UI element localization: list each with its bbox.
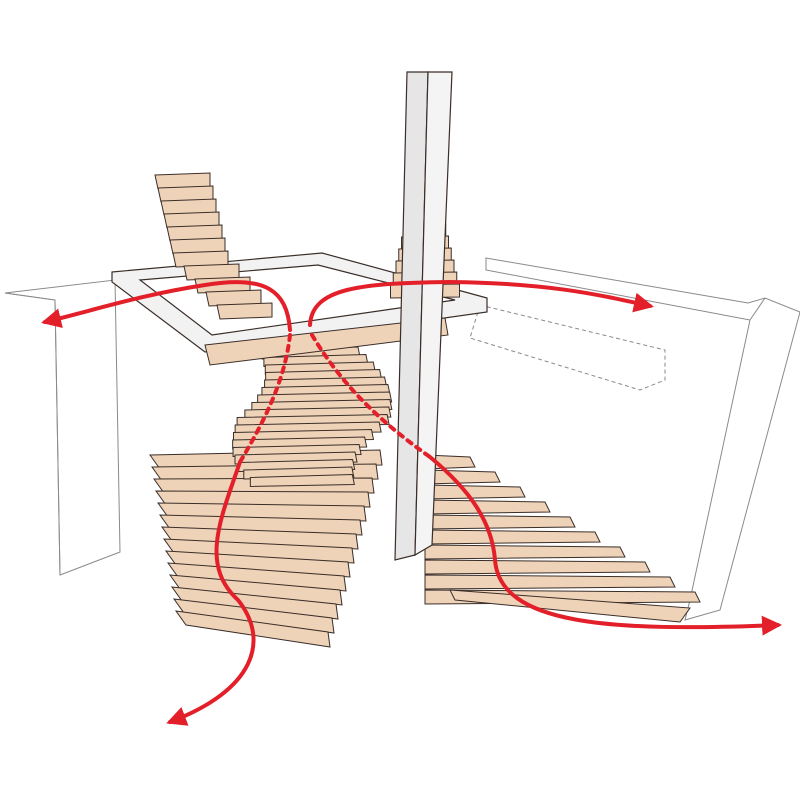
step-lower-right xyxy=(424,574,676,590)
step-lower-left xyxy=(162,538,355,564)
circulation-arrows xyxy=(41,279,782,726)
step-lower-left xyxy=(168,574,343,606)
step-lower-right xyxy=(424,514,576,530)
step-lower-right xyxy=(424,499,551,515)
arrow-upper-left xyxy=(41,280,292,332)
step-core xyxy=(249,473,355,488)
step-lower-right xyxy=(424,469,501,485)
step-lower-right xyxy=(424,484,526,500)
left-wall xyxy=(4,279,121,576)
step-lower-left xyxy=(170,586,339,620)
hidden-beam xyxy=(469,304,666,391)
step-lower-left xyxy=(172,598,335,634)
step-lower-left xyxy=(166,562,347,592)
arrow-lower-right xyxy=(428,455,782,636)
walls xyxy=(4,257,800,621)
left-wall-edge xyxy=(4,292,61,576)
step-lower-left xyxy=(161,526,359,550)
step-lower-left xyxy=(164,550,351,578)
right-wall xyxy=(485,257,800,621)
arrow-upper-right xyxy=(308,279,654,327)
step-lower-right-landing xyxy=(449,589,691,623)
right-wall-edge xyxy=(749,297,766,321)
arrow-hidden-left xyxy=(238,333,292,464)
step-lower-right xyxy=(424,559,651,575)
column-side xyxy=(414,71,453,557)
step-lower-right xyxy=(424,544,626,560)
arrow-lower-left xyxy=(166,460,256,726)
step-core-top xyxy=(204,317,449,366)
arrow-hidden-right xyxy=(310,333,432,459)
step-lower-left xyxy=(155,490,371,508)
step-lower-right xyxy=(424,529,601,545)
step-upper-left xyxy=(216,302,273,320)
